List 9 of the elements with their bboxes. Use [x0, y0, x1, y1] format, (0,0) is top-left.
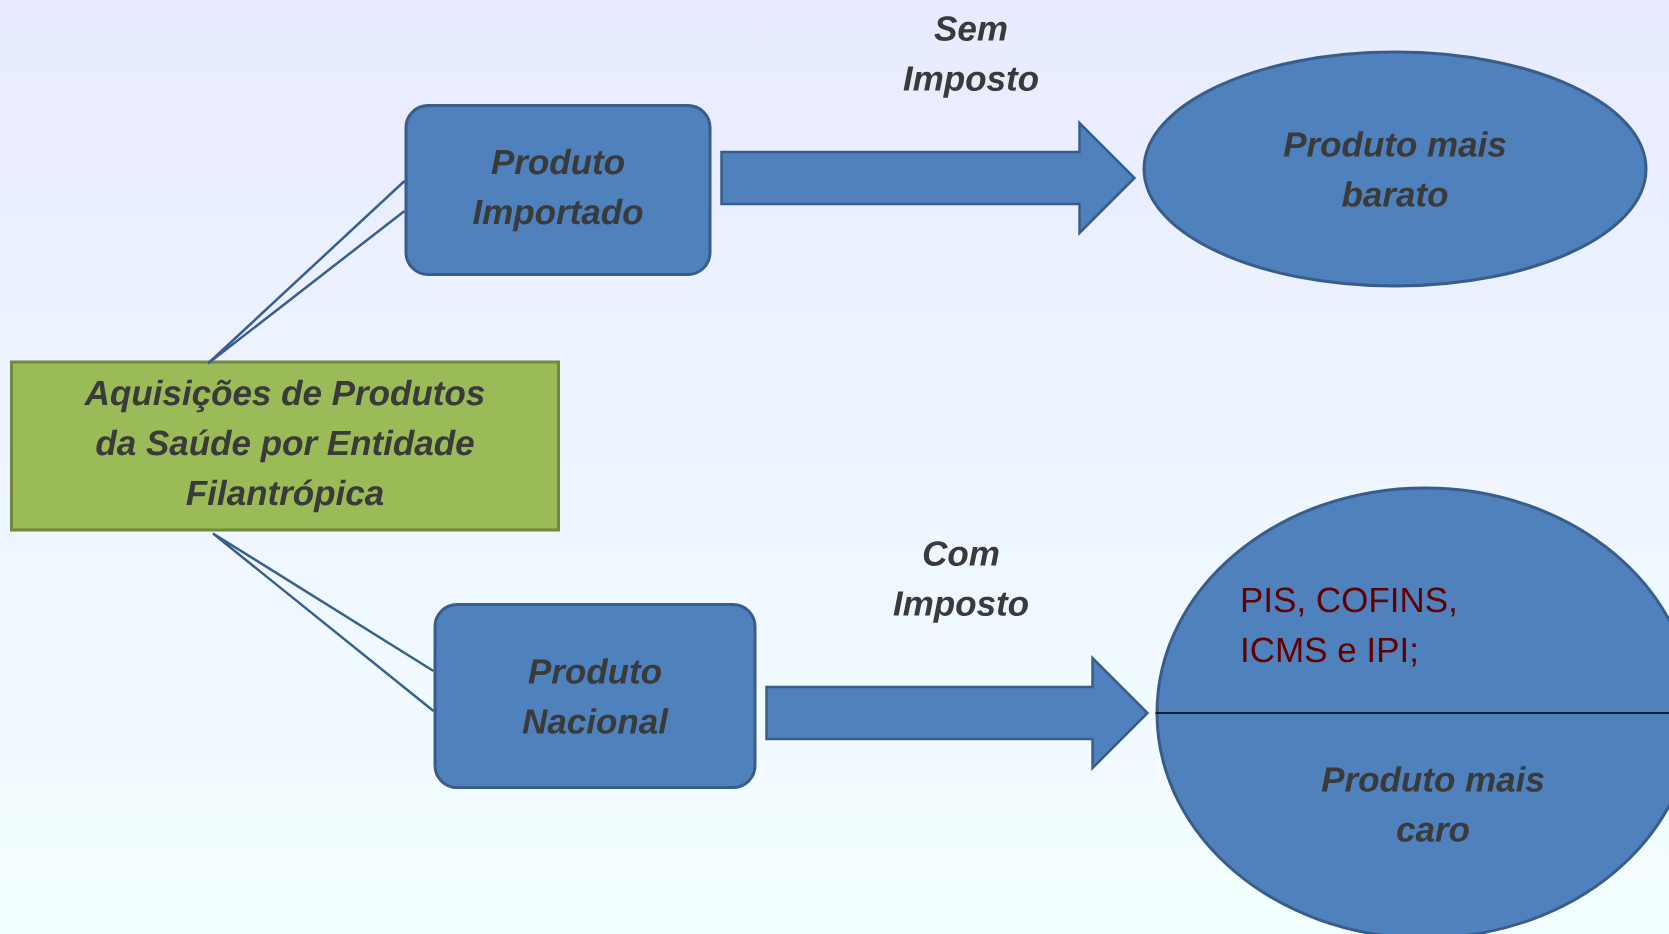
rounded-box: Produto Nacional — [433, 603, 757, 789]
rounded-box: Produto Importado — [404, 104, 712, 276]
block-arrow — [720, 120, 1137, 236]
double-line — [206, 179, 406, 365]
edge-label: Com Imposto — [893, 541, 1028, 623]
double-line — [211, 532, 435, 713]
block-arrow — [765, 655, 1150, 772]
text-box: Aquisições de Produtos da Saúde por Entidade Filantrópica — [10, 360, 560, 532]
edge-label: Sem Imposto — [903, 16, 1038, 98]
